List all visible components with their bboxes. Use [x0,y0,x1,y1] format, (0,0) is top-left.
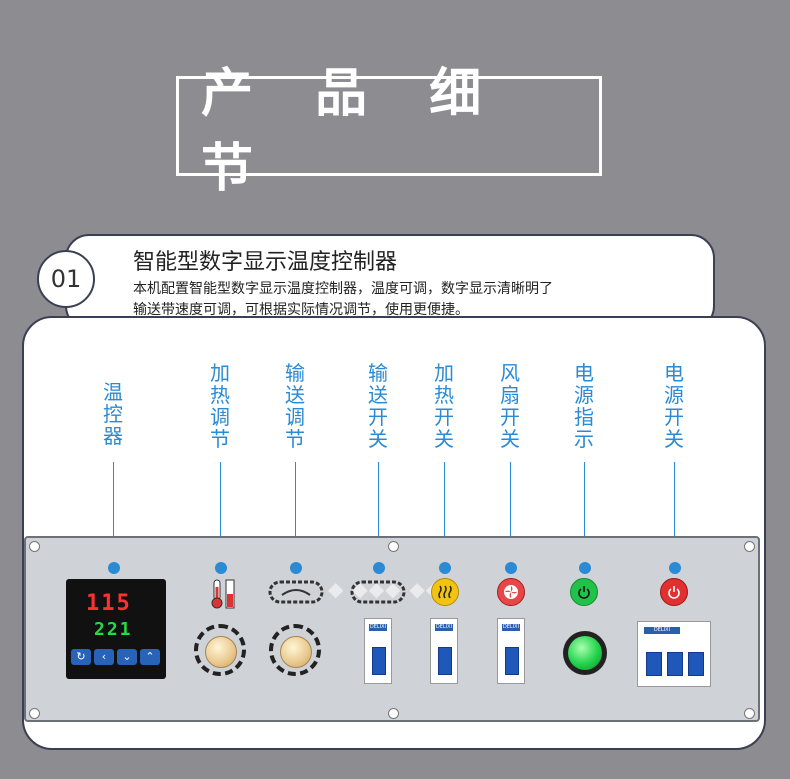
caption-bubble [65,234,715,330]
breaker-brand: DELIXI [369,624,387,631]
watermark: ◆ ◆◆◆ ◆◆ [328,577,443,601]
thermometer-icon [210,578,235,609]
label-conveyor-adjust: 输送调节 [285,361,305,451]
heater-icon [431,578,459,606]
connector-line [295,462,296,562]
power-on-icon [570,578,598,606]
section-title: 智能型数字显示温度控制器 [133,250,398,275]
heat-adjust-knob[interactable] [205,636,237,668]
conveyor-switch-handle[interactable] [372,647,386,675]
power-switch-handle-2[interactable] [667,652,683,676]
breaker-brand: DELIXI [644,627,680,634]
screw-icon [29,541,40,552]
screw-icon [744,541,755,552]
marker-dot [108,562,120,574]
fan-icon [497,578,525,606]
conveyor-chain-icon-2 [350,580,406,608]
heat-dial-scale [194,624,246,676]
screw-icon [744,708,755,719]
conveyor-breaker[interactable]: DELIXI [364,618,392,684]
conveyor-chain-icon [268,580,324,608]
fan-breaker[interactable]: DELIXI [497,618,525,684]
power-off-icon [660,578,688,606]
connector-line [378,462,379,562]
conveyor-adjust-knob[interactable] [280,636,312,668]
label-heat-adjust: 加热调节 [210,361,230,451]
conveyor-dial-scale [269,624,321,676]
heat-breaker[interactable]: DELIXI [430,618,458,684]
screw-icon [388,541,399,552]
connector-line [220,462,221,562]
marker-dot [215,562,227,574]
label-power-switch: 电源开关 [664,361,684,451]
marker-dot [505,562,517,574]
label-temp-controller: 温控器 [103,380,123,448]
up-button[interactable]: ⌃ [140,649,160,665]
loop-button[interactable]: ↻ [71,649,91,665]
breaker-brand: DELIXI [502,624,520,631]
pv-display: 115 [86,591,132,616]
breaker-brand: DELIXI [435,624,453,631]
connector-line [584,462,585,562]
power-switch-handle-1[interactable] [646,652,662,676]
connector-line [444,462,445,562]
power-indicator-lamp [563,631,607,675]
description-line-1: 本机配置智能型数字显示温度控制器，温度可调，数字显示清晰明了 [133,281,553,297]
down-button[interactable]: ⌄ [117,649,137,665]
left-button[interactable]: ‹ [94,649,114,665]
label-fan-switch: 风扇开关 [500,361,520,451]
marker-dot [290,562,302,574]
page-title: 产 品 细 节 [201,64,504,199]
marker-dot [439,562,451,574]
label-conveyor-switch: 输送开关 [368,361,388,451]
section-title-box: 产 品 细 节 [176,64,602,199]
marker-dot [373,562,385,574]
connector-line [674,462,675,562]
screw-icon [388,708,399,719]
fan-switch-handle[interactable] [505,647,519,675]
section-description: 本机配置智能型数字显示温度控制器，温度可调，数字显示清晰明了 输送带速度可调，可… [133,279,693,321]
label-heat-switch: 加热开关 [434,361,454,451]
connector-line [510,462,511,562]
heat-switch-handle[interactable] [438,647,452,675]
screw-icon [29,708,40,719]
marker-dot [669,562,681,574]
sv-display: 221 [94,619,133,640]
section-number-badge: 01 [37,250,95,308]
description-line-2: 输送带速度可调，可根据实际情况调节，使用更便捷。 [133,302,469,318]
power-switch-handle-3[interactable] [688,652,704,676]
main-power-breaker[interactable]: DELIXI [637,621,711,687]
marker-dot [579,562,591,574]
connector-line [113,462,114,562]
label-power-indicator: 电源指示 [574,361,594,451]
